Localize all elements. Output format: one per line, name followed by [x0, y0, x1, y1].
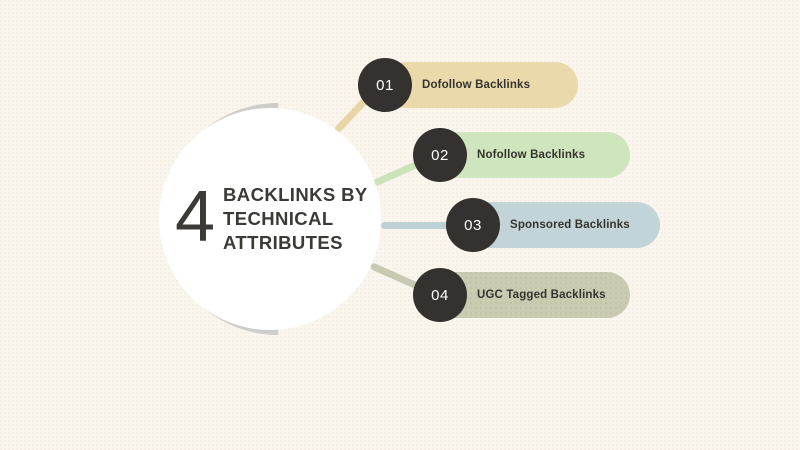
hub-content: 4 BACKLINKS BY TECHNICAL ATTRIBUTES	[159, 108, 381, 330]
hub-number: 4	[175, 177, 215, 258]
item-number-badge-03[interactable]: 03	[446, 198, 500, 252]
item-number-badge-01[interactable]: 01	[358, 58, 412, 112]
list-item[interactable]: 02 Nofollow Backlinks	[0, 128, 800, 182]
item-label-04: UGC Tagged Backlinks	[477, 289, 606, 301]
item-label-02: Nofollow Backlinks	[477, 149, 586, 161]
item-number-badge-02[interactable]: 02	[413, 128, 467, 182]
item-number-badge-04[interactable]: 04	[413, 268, 467, 322]
item-label-03: Sponsored Backlinks	[510, 219, 630, 231]
hub-circle: 4 BACKLINKS BY TECHNICAL ATTRIBUTES	[159, 108, 381, 330]
list-item[interactable]: 01 Dofollow Backlinks	[0, 58, 800, 112]
list-item[interactable]: 04 UGC Tagged Backlinks	[0, 268, 800, 322]
list-item[interactable]: 03 Sponsored Backlinks	[0, 198, 800, 252]
item-label-01: Dofollow Backlinks	[422, 79, 531, 91]
hub-title: BACKLINKS BY TECHNICAL ATTRIBUTES	[223, 184, 368, 253]
connector-line-3	[381, 222, 455, 229]
item-bar-01[interactable]	[383, 62, 578, 108]
